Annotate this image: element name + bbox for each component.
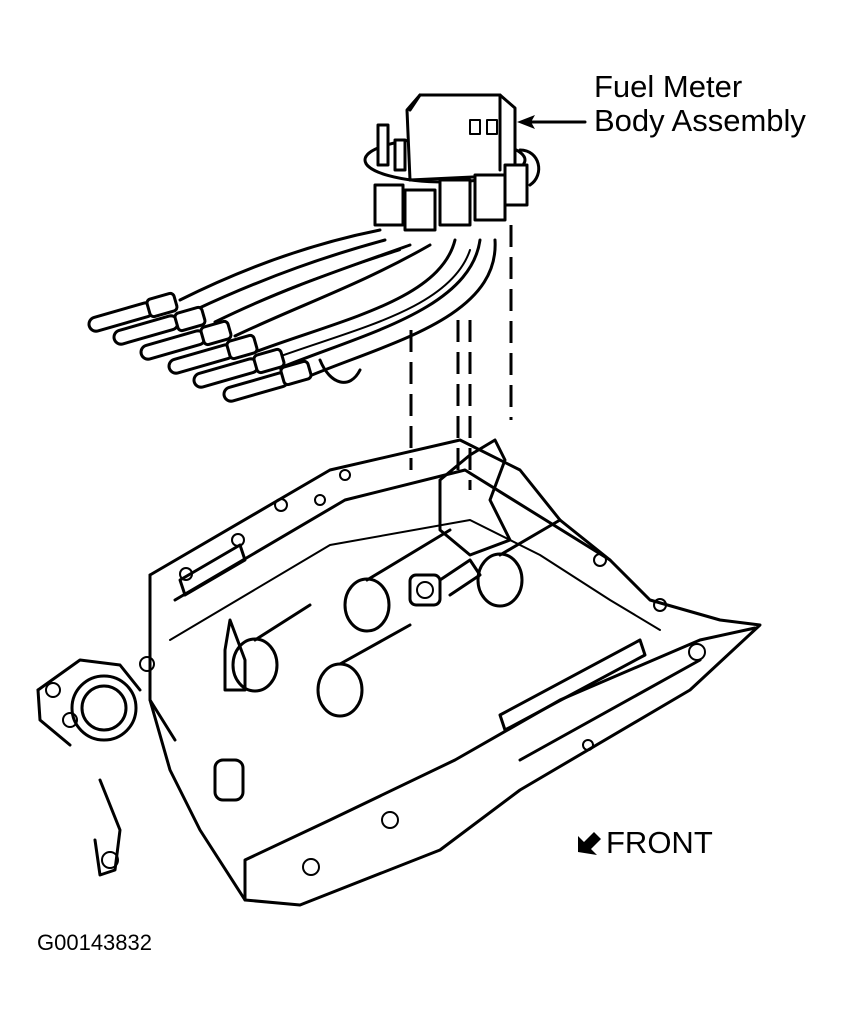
fuel-injector-lines: [87, 228, 497, 403]
intake-manifold: [36, 438, 762, 907]
callout-line-2: Body Assembly: [594, 103, 806, 138]
callout-line-1: Fuel Meter: [594, 69, 743, 104]
arrowhead-icon: [517, 115, 535, 129]
injector-nozzles: [87, 291, 313, 403]
arrow-down-left-icon: [578, 832, 601, 855]
fuel-meter-body-assembly-label: Fuel Meter Body Assembly: [594, 70, 806, 138]
figure-id: G00143832: [37, 930, 152, 955]
callout-leader: [517, 115, 587, 129]
fuel-meter-body-assembly: [363, 93, 541, 232]
front-direction-label: FRONT: [606, 825, 713, 860]
alignment-guide-lines: [409, 225, 513, 490]
